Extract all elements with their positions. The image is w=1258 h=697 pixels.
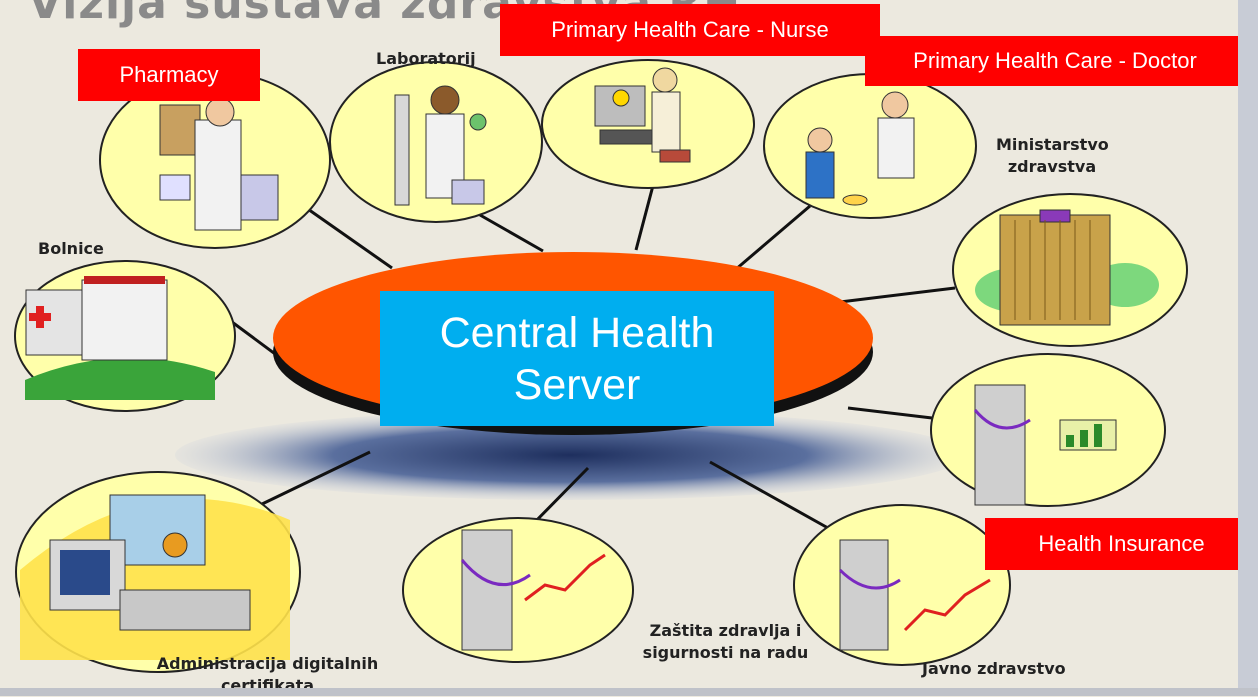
label-administracija-line1: Administracija digitalnih bbox=[156, 654, 379, 673]
central-server-line2: Server bbox=[513, 360, 641, 409]
insurance-ellipse bbox=[930, 353, 1166, 507]
occupational-safety-server-icon bbox=[460, 529, 606, 651]
doctor-ellipse bbox=[763, 73, 977, 219]
central-server-line1: Central Health bbox=[439, 308, 715, 357]
scientist-icon bbox=[394, 85, 487, 206]
label-javno-zdravstvo: Javno zdravstvo bbox=[922, 659, 1066, 678]
connector-ministarstvo bbox=[839, 286, 956, 304]
connector-doctor bbox=[734, 204, 811, 272]
label-ministarstvo: Ministarstvo zdravstva bbox=[996, 134, 1109, 178]
label-ministarstvo-line2: zdravstva bbox=[1007, 157, 1097, 176]
label-ministarstvo-line1: Ministarstvo bbox=[996, 135, 1109, 154]
label-zastita-line1: Zaštita zdravlja i bbox=[649, 621, 802, 640]
certificate-computer-icon bbox=[20, 494, 290, 660]
connector-zastita bbox=[528, 466, 590, 529]
nurse-computer-icon bbox=[594, 67, 691, 163]
connector-insurance bbox=[847, 406, 933, 420]
pharmacist-icon bbox=[159, 97, 279, 231]
label-nurse: Primary Health Care - Nurse bbox=[500, 4, 880, 56]
connector-javno bbox=[709, 460, 829, 530]
bottom-edge-bar bbox=[0, 688, 1258, 696]
connector-pharmacy bbox=[294, 198, 393, 270]
server-shadow bbox=[175, 410, 965, 500]
connector-nurse bbox=[634, 177, 657, 251]
public-health-server-icon bbox=[838, 539, 991, 651]
connector-laboratorij bbox=[479, 213, 544, 253]
doctor-patient-icon bbox=[805, 91, 915, 206]
zastita-ellipse bbox=[402, 517, 634, 663]
label-bolnice: Bolnice bbox=[38, 239, 104, 258]
right-edge-bar bbox=[1238, 0, 1258, 696]
ministry-building-icon bbox=[975, 209, 1159, 326]
central-server-label: Central Health Server bbox=[380, 291, 774, 426]
label-zastita: Zaštita zdravlja i sigurnosti na radu bbox=[628, 620, 823, 664]
insurance-server-icon bbox=[973, 384, 1117, 506]
javno-ellipse bbox=[793, 504, 1011, 666]
label-doctor: Primary Health Care - Doctor bbox=[865, 36, 1245, 86]
connector-admin bbox=[259, 450, 371, 507]
label-zastita-line2: sigurnosti na radu bbox=[642, 643, 809, 662]
label-laboratorij: Laboratorij bbox=[376, 49, 476, 68]
label-health-insurance: Health Insurance bbox=[985, 518, 1258, 570]
hospital-icon bbox=[25, 276, 215, 400]
label-pharmacy: Pharmacy bbox=[78, 49, 260, 101]
nurse-ellipse bbox=[541, 59, 755, 189]
connector-lines bbox=[231, 177, 956, 530]
